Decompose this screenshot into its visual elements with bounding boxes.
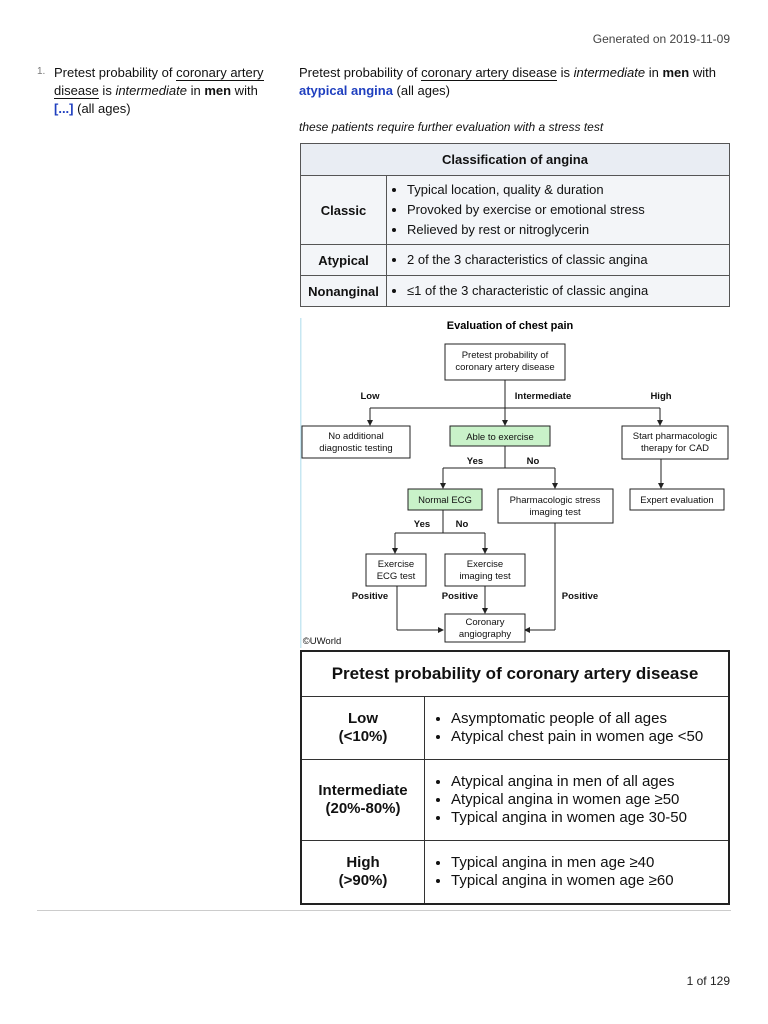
pretest-label-line: Intermediate (318, 782, 408, 799)
pretest-node: Pretest probability of (462, 350, 549, 361)
positive-label: Positive (352, 591, 388, 602)
pretest-row-label: Low(<10%) (300, 696, 425, 760)
pretest-probability-table: Pretest probability of coronary artery d… (300, 650, 730, 905)
card-number: 1. (37, 66, 46, 77)
q-men: men (204, 83, 232, 98)
list-item: Atypical angina in men of all ages (451, 773, 720, 791)
angiography-node: angiography (459, 629, 512, 640)
start-pharm-node: Start pharmacologic (633, 431, 718, 442)
pretest-node: coronary artery disease (455, 362, 554, 373)
q-in: in (186, 83, 205, 98)
no-label: No (527, 456, 540, 467)
cloze-answer: atypical angina (299, 83, 393, 98)
list-item: Typical location, quality & duration (407, 180, 723, 200)
pretest-label-line: (20%-80%) (325, 800, 401, 817)
pretest-label-line: Low (348, 710, 378, 727)
list-item: Relieved by rest or nitroglycerin (407, 220, 723, 240)
angina-table-title: Classification of angina (300, 143, 730, 176)
cloze-placeholder: [...] (54, 101, 74, 116)
pretest-row-desc: Asymptomatic people of all ages Atypical… (424, 696, 730, 760)
answer-text: Pretest probability of coronary artery d… (299, 64, 739, 100)
expert-node: Expert evaluation (640, 495, 713, 506)
a-is: is (556, 65, 574, 80)
able-exercise-node: Able to exercise (466, 432, 534, 443)
low-label: Low (361, 391, 381, 402)
list-item: Typical angina in men age ≥40 (451, 854, 720, 872)
pretest-label-line: (<10%) (338, 728, 388, 745)
exercise-ecg-node: ECG test (377, 571, 416, 582)
angina-row-desc: 2 of the 3 characteristics of classic an… (386, 244, 730, 276)
pretest-label-line: High (346, 854, 380, 871)
flowchart-title: Evaluation of chest pain (447, 320, 574, 332)
question-text: Pretest probability of coronary artery d… (54, 64, 274, 118)
uworld-credit: ©UWorld (303, 636, 342, 647)
list-item: Typical angina in women age 30-50 (451, 809, 720, 827)
a-in: in (645, 65, 663, 80)
pretest-table-title: Pretest probability of coronary artery d… (300, 650, 730, 697)
pretest-label-line: (>90%) (338, 872, 388, 889)
angina-row-label: Nonanginal (300, 275, 387, 307)
a-with: with (689, 65, 716, 80)
no-label: No (456, 519, 469, 530)
list-item: Asymptomatic people of all ages (451, 710, 720, 728)
normal-ecg-node: Normal ECG (418, 495, 472, 506)
q-is: is (98, 83, 116, 98)
pretest-row-label: High(>90%) (300, 840, 425, 905)
q-with: with (231, 83, 258, 98)
generated-date: Generated on 2019-11-09 (592, 32, 730, 46)
positive-label: Positive (442, 591, 478, 602)
pretest-row-desc: Typical angina in men age ≥40 Typical an… (424, 840, 730, 905)
pharm-stress-node: Pharmacologic stress (510, 495, 601, 506)
exercise-ecg-node: Exercise (378, 559, 414, 570)
exercise-imaging-node: imaging test (459, 571, 511, 582)
chest-pain-flowchart: Evaluation of chest pain Pretest (300, 318, 729, 648)
angina-row-label: Atypical (300, 244, 387, 276)
list-item: Atypical angina in women age ≥50 (451, 791, 720, 809)
q-pre: Pretest probability of (54, 65, 177, 80)
q-intermediate: intermediate (115, 83, 187, 98)
a-term: coronary artery disease (421, 65, 557, 81)
intermediate-label: Intermediate (515, 391, 572, 402)
a-men: men (662, 65, 690, 80)
a-intermediate: intermediate (573, 65, 646, 80)
q-term: coronary artery disease (54, 65, 264, 99)
positive-label: Positive (562, 591, 598, 602)
no-testing-node: No additional (328, 431, 383, 442)
pharm-stress-node: imaging test (529, 507, 581, 518)
angina-row-label: Classic (300, 175, 387, 245)
list-item: 2 of the 3 characteristics of classic an… (407, 250, 723, 270)
a-post: (all ages) (392, 83, 450, 98)
list-item: Typical angina in women age ≥60 (451, 872, 720, 890)
angina-row-desc: Typical location, quality & duration Pro… (386, 175, 730, 245)
no-testing-node: diagnostic testing (319, 443, 392, 454)
start-pharm-node: therapy for CAD (641, 443, 709, 454)
high-label: High (650, 391, 671, 402)
angina-classification-table: Classification of angina Classic Typical… (300, 143, 730, 307)
q-post: (all ages) (73, 101, 131, 116)
footer-divider (37, 910, 731, 911)
extra-note: these patients require further evaluatio… (299, 120, 604, 134)
angina-row-desc: ≤1 of the 3 characteristic of classic an… (386, 275, 730, 307)
list-item: ≤1 of the 3 characteristic of classic an… (407, 281, 723, 301)
angiography-node: Coronary (465, 617, 504, 628)
a-pre: Pretest probability of (299, 65, 422, 80)
exercise-imaging-node: Exercise (467, 559, 503, 570)
yes-label: Yes (467, 456, 483, 467)
pretest-row-desc: Atypical angina in men of all ages Atypi… (424, 759, 730, 841)
page-number: 1 of 129 (686, 974, 730, 988)
pretest-row-label: Intermediate(20%-80%) (300, 759, 425, 841)
yes-label: Yes (414, 519, 430, 530)
list-item: Provoked by exercise or emotional stress (407, 200, 723, 220)
list-item: Atypical chest pain in women age <50 (451, 728, 720, 746)
